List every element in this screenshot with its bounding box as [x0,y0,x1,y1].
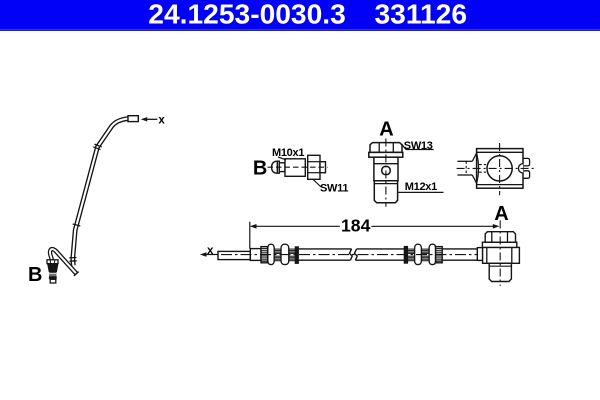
svg-text:SW11: SW11 [320,182,348,194]
svg-text:x: x [158,114,165,126]
svg-text:331126: 331126 [375,0,468,30]
svg-text:A: A [379,119,393,141]
svg-text:x: x [207,245,214,257]
svg-text:184: 184 [341,216,371,236]
svg-text:M12x1: M12x1 [405,181,437,193]
svg-text:24.1253-0030.3: 24.1253-0030.3 [148,0,345,30]
svg-text:M10x1: M10x1 [272,147,304,159]
svg-text:B: B [253,158,267,180]
svg-text:SW13: SW13 [404,140,433,152]
svg-text:A: A [494,203,508,225]
svg-text:B: B [28,264,42,286]
